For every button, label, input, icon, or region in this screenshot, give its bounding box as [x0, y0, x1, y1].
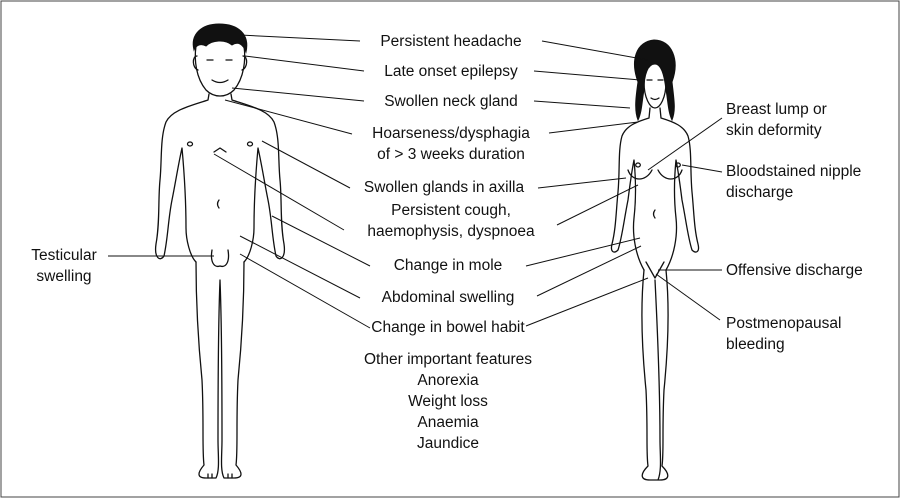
leader-epilepsy-male	[245, 56, 364, 71]
labels: Persistent headache Late onset epilepsy …	[31, 33, 862, 353]
male-mouth	[212, 80, 228, 83]
leader-mole-male	[272, 216, 370, 266]
female-nipple-left	[636, 163, 641, 167]
leader-nipple-discharge	[682, 165, 722, 172]
leader-neck-male	[232, 88, 364, 101]
label-late-onset-epilepsy: Late onset epilepsy	[384, 63, 518, 80]
label-hoarseness-line2: of > 3 weeks duration	[377, 146, 525, 163]
leader-axilla-male	[262, 141, 350, 188]
leader-headache-female	[542, 41, 648, 60]
label-change-in-mole: Change in mole	[394, 257, 503, 274]
male-nipple-left	[188, 142, 193, 146]
other-feature-item: Anorexia	[417, 372, 479, 389]
female-figure	[611, 40, 698, 480]
label-breast-line1: Breast lump or	[726, 101, 827, 118]
leader-cough-female	[557, 185, 638, 225]
label-hoarseness-line1: Hoarseness/dysphagia	[372, 125, 530, 142]
male-hair	[193, 24, 247, 52]
leader-bowel-female	[526, 278, 648, 326]
male-nipple-right	[248, 142, 253, 146]
female-legs-outline	[642, 270, 668, 480]
label-offensive-discharge: Offensive discharge	[726, 262, 863, 279]
leader-epilepsy-female	[534, 71, 640, 80]
label-postmeno-line1: Postmenopausal	[726, 315, 841, 332]
other-features-title: Other important features	[364, 351, 532, 368]
leader-breast-lump	[648, 118, 722, 170]
female-face	[644, 82, 666, 108]
label-swollen-neck-gland: Swollen neck gland	[384, 93, 518, 110]
leader-bowel-male	[240, 254, 370, 328]
leader-mole-female	[526, 238, 640, 266]
leader-hoarseness-male	[225, 100, 352, 134]
female-torso-outline	[611, 108, 698, 270]
male-toes	[208, 474, 232, 478]
leader-headache-male	[240, 35, 360, 41]
label-cough-line2: haemophysis, dyspnoea	[367, 223, 535, 240]
other-feature-item: Weight loss	[408, 393, 488, 410]
label-breast-line2: skin deformity	[726, 122, 822, 139]
leader-postmenopausal	[656, 274, 720, 320]
other-features: Other important features Anorexia Weight…	[364, 351, 532, 452]
male-figure	[156, 24, 285, 478]
female-mouth	[651, 98, 659, 100]
label-swollen-glands-axilla: Swollen glands in axilla	[364, 179, 525, 196]
male-navel	[218, 200, 220, 208]
leader-abdominal-female	[537, 246, 641, 296]
label-postmeno-line2: bleeding	[726, 336, 785, 353]
other-feature-item: Jaundice	[417, 435, 479, 452]
male-genitals	[211, 250, 228, 266]
male-torso-outline	[156, 94, 285, 262]
label-change-in-bowel-habit: Change in bowel habit	[371, 319, 525, 336]
male-chest-mark	[214, 148, 226, 152]
label-testicular-line2: swelling	[36, 268, 91, 285]
label-nipple-line1: Bloodstained nipple	[726, 163, 861, 180]
label-testicular-line1: Testicular	[31, 247, 96, 264]
male-legs-outline	[196, 262, 244, 478]
label-persistent-headache: Persistent headache	[380, 33, 521, 50]
leader-neck-female	[534, 101, 630, 108]
leader-axilla-female	[538, 178, 626, 188]
label-nipple-line2: discharge	[726, 184, 793, 201]
label-cough-line1: Persistent cough,	[391, 202, 511, 219]
other-feature-item: Anaemia	[417, 414, 479, 431]
label-abdominal-swelling: Abdominal swelling	[382, 289, 515, 306]
female-navel	[654, 210, 656, 218]
